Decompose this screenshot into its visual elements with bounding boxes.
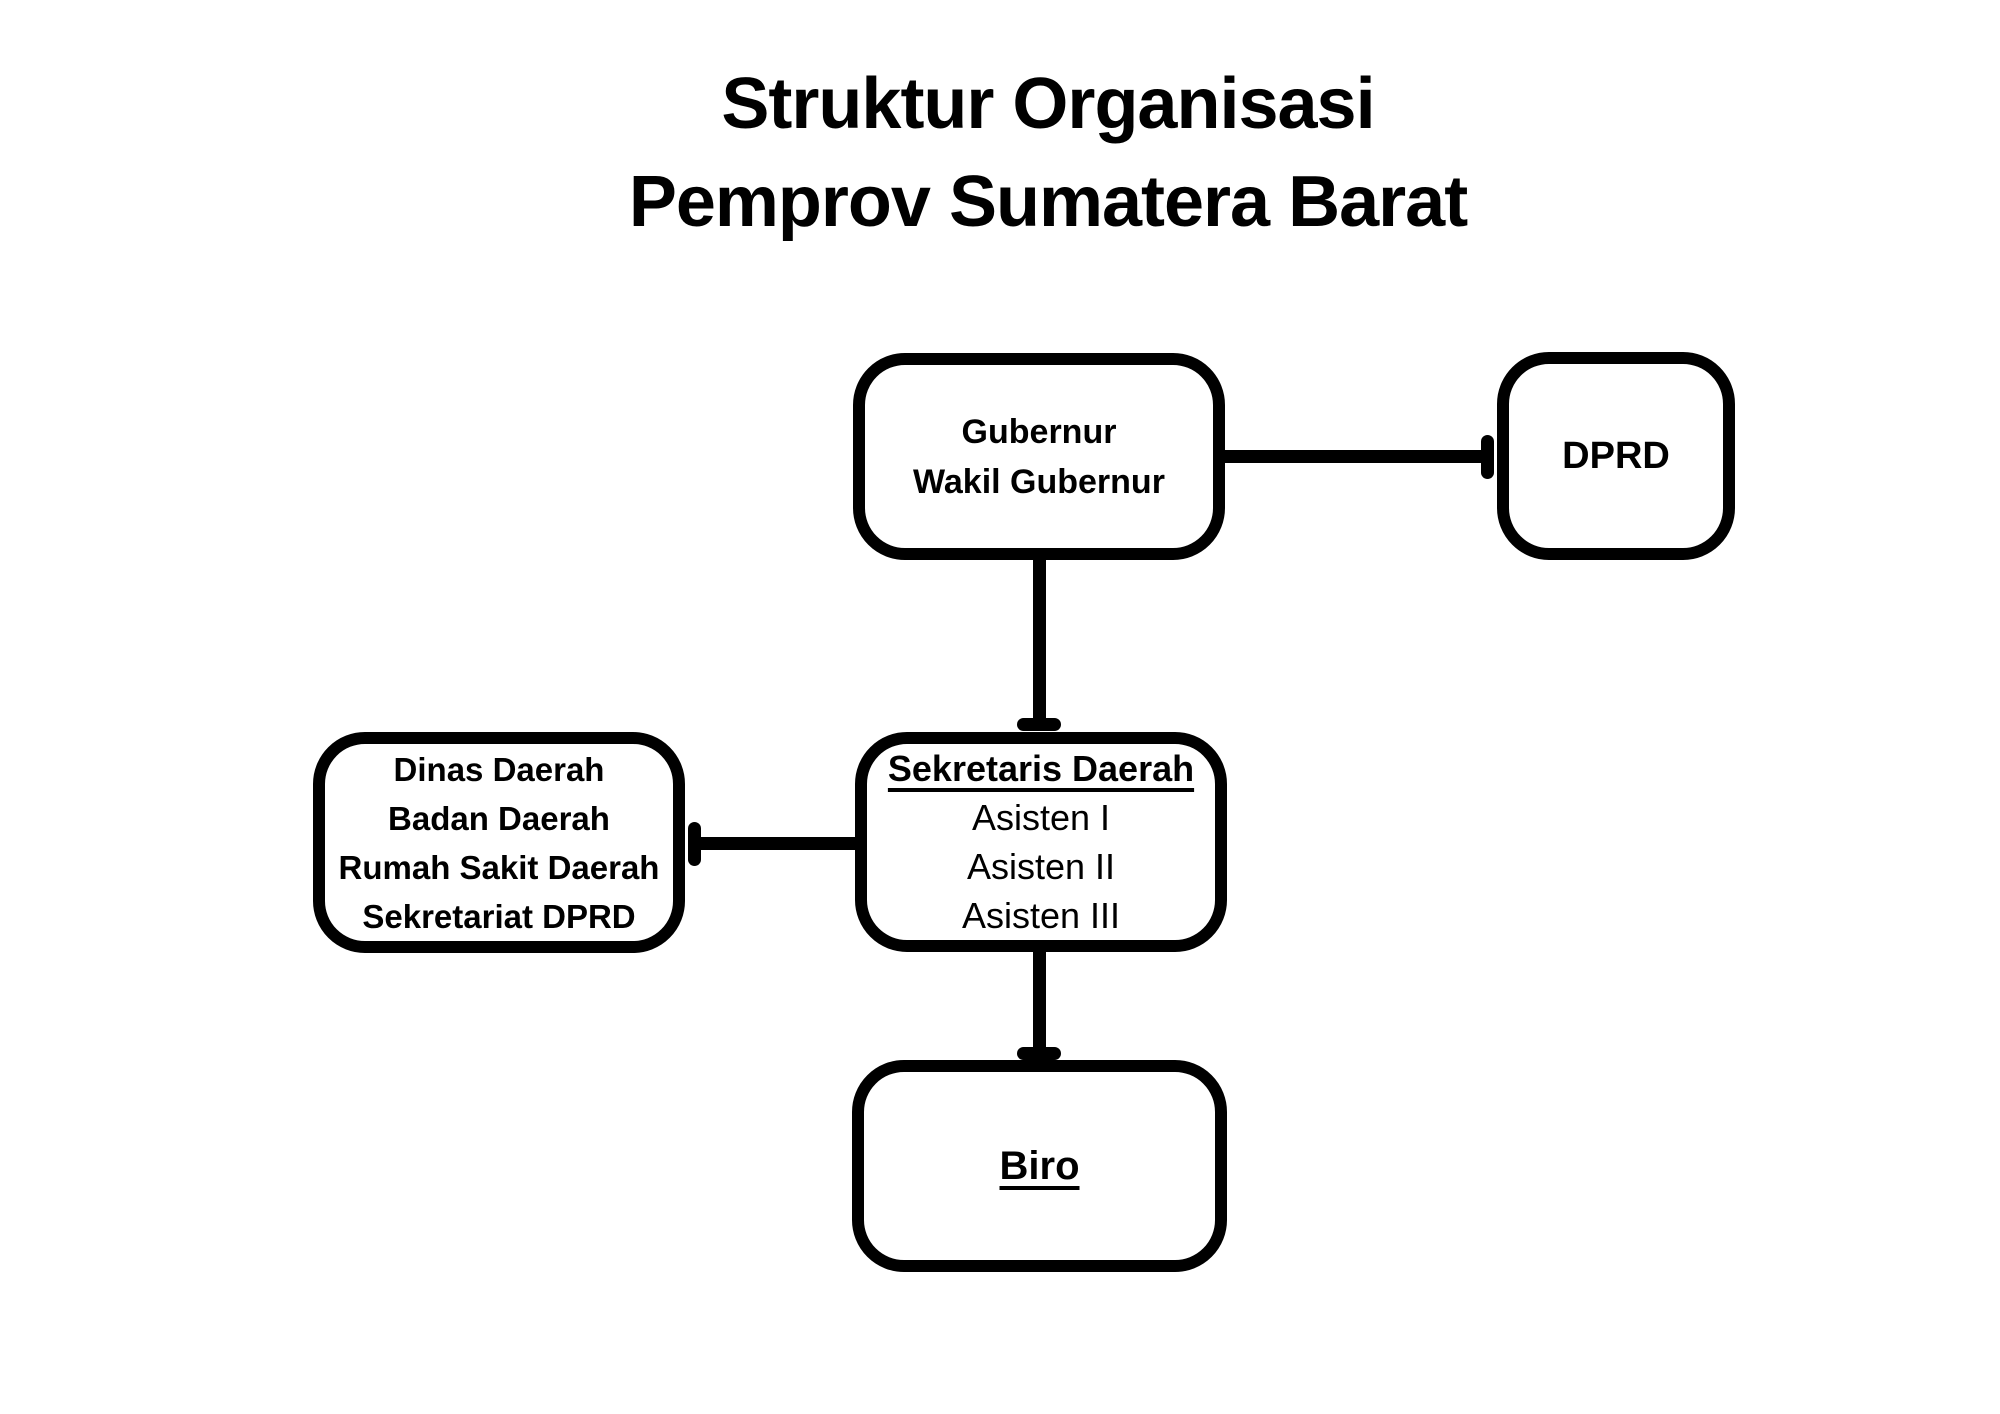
sekretaris-item-asisten-2: Asisten II [966, 846, 1116, 887]
title-line-2: Pemprov Sumatera Barat [628, 162, 1468, 242]
connector-dinas-sekretaris [696, 837, 857, 850]
sekretaris-item-asisten-1: Asisten I [971, 797, 1111, 838]
node-dprd: DPRD [1497, 352, 1735, 560]
connector-endcap-dprd [1481, 435, 1494, 479]
sekretaris-item-asisten-3: Asisten III [961, 895, 1121, 936]
sekretaris-heading: Sekretaris Daerah [887, 748, 1195, 789]
connector-endcap-sekretaris [1017, 718, 1061, 731]
biro-heading: Biro [999, 1143, 1080, 1188]
diagram-title: Struktur Organisasi Pemprov Sumatera Bar… [628, 64, 1468, 242]
dinas-label-line-1: Dinas Daerah [393, 750, 605, 788]
dinas-label-line-4: Sekretariat DPRD [362, 897, 636, 935]
node-dinas-daerah: Dinas Daerah Badan Daerah Rumah Sakit Da… [313, 732, 685, 953]
connector-endcap-biro [1017, 1047, 1061, 1060]
gubernur-label-line-2: Wakil Gubernur [913, 462, 1165, 501]
gubernur-label-line-1: Gubernur [961, 412, 1117, 451]
connector-gubernur-dprd [1225, 450, 1487, 463]
connector-gubernur-sekretaris [1033, 558, 1046, 724]
title-line-1: Struktur Organisasi [721, 64, 1375, 144]
connector-sekretaris-biro [1033, 950, 1046, 1056]
node-sekretaris-daerah: Sekretaris Daerah Asisten I Asisten II A… [855, 732, 1227, 952]
dinas-label-line-2: Badan Daerah [388, 799, 610, 837]
dinas-label-line-3: Rumah Sakit Daerah [338, 848, 660, 886]
node-gubernur: Gubernur Wakil Gubernur [853, 353, 1225, 560]
node-biro: Biro [852, 1060, 1227, 1272]
connector-endcap-dinas [688, 822, 701, 866]
dprd-label: DPRD [1562, 434, 1670, 477]
